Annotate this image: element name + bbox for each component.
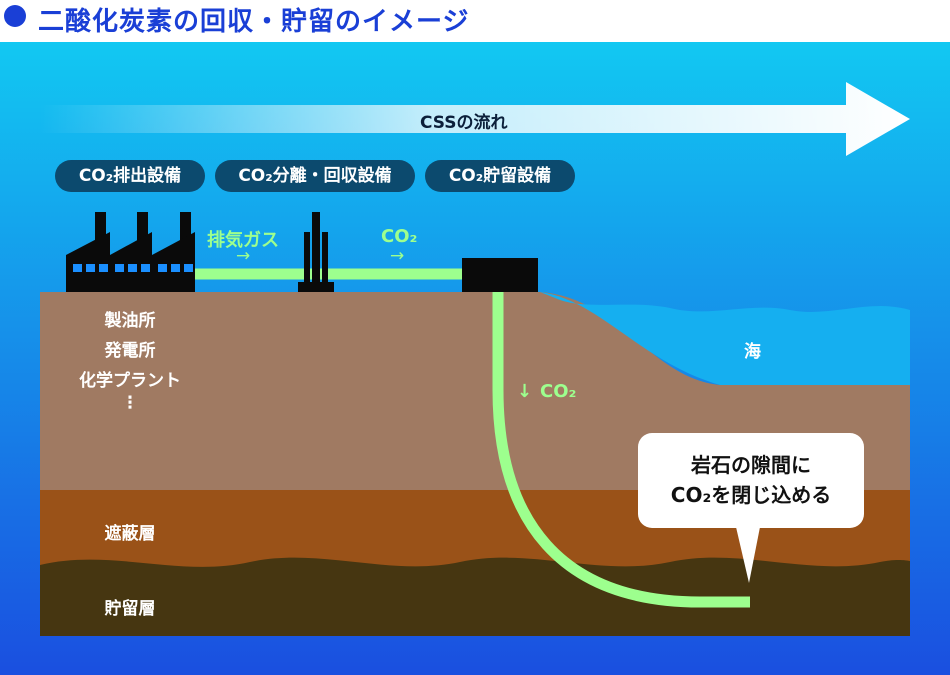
- emitter-more-ellipsis: ⋮: [121, 393, 139, 413]
- emitter-power-plant: 発電所: [104, 341, 156, 361]
- reservoir-layer: [40, 557, 910, 636]
- exhaust-arrow-icon: →: [236, 246, 251, 266]
- co2-flow-label: CO₂: [381, 226, 418, 247]
- flow-arrow: [40, 82, 910, 156]
- facility-emission-pill: CO₂排出設備: [55, 160, 205, 192]
- flow-arrow-label: CSSの流れ: [420, 113, 508, 133]
- emitter-chemical-plant: 化学プラント: [79, 371, 181, 391]
- co2-down-arrow-icon: ↓: [517, 381, 533, 402]
- facility-storage-pill: CO₂貯留設備: [425, 160, 575, 192]
- callout-line-1: 岩石の隙間に: [691, 453, 811, 477]
- exhaust-gas-label: 排気ガス: [207, 230, 279, 251]
- callout-bubble: 岩石の隙間に CO₂を閉じ込める: [638, 433, 864, 528]
- sea-label: 海: [744, 342, 761, 362]
- header: 二酸化炭素の回収・貯留のイメージ: [0, 0, 950, 42]
- co2-flow-arrow-icon: →: [390, 246, 405, 266]
- co2-down-label: CO₂: [540, 381, 577, 402]
- separation-tower-icon: [298, 212, 334, 292]
- seal-layer-label: 遮蔽層: [104, 524, 156, 544]
- callout-line-2: CO₂を閉じ込める: [670, 483, 832, 507]
- injection-pipe: [492, 292, 750, 608]
- callout-tail: [736, 527, 760, 583]
- emitter-refinery: 製油所: [104, 311, 156, 331]
- page-title: 二酸化炭素の回収・貯留のイメージ: [38, 7, 470, 37]
- factory-icon: [66, 212, 195, 292]
- sea: [540, 292, 910, 385]
- title-bullet-icon: [4, 5, 26, 27]
- storage-facility-icon: [462, 258, 538, 292]
- reservoir-layer-label: 貯留層: [104, 599, 156, 619]
- ccs-scene: [0, 42, 950, 675]
- facility-capture-pill: CO₂分離・回収設備: [215, 160, 415, 192]
